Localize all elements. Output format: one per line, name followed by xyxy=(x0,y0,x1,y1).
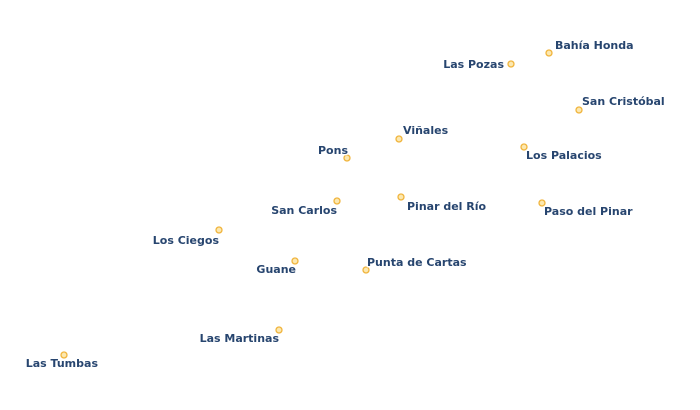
place-bahia-honda[interactable]: Bahía Honda xyxy=(545,38,635,57)
place-san-cristobal[interactable]: San Cristóbal xyxy=(575,94,666,114)
place-vinales[interactable]: Viñales xyxy=(395,123,450,143)
place-marker-icon[interactable] xyxy=(545,49,553,57)
place-label: Las Tumbas xyxy=(26,357,99,370)
place-san-carlos[interactable]: San Carlos xyxy=(270,197,341,219)
place-pons[interactable]: Pons xyxy=(317,143,351,162)
place-label: Los Ciegos xyxy=(153,234,220,247)
place-label: Viñales xyxy=(403,124,449,137)
place-marker-icon[interactable] xyxy=(60,351,68,359)
place-los-palacios[interactable]: Los Palacios xyxy=(520,143,604,164)
place-marker-icon[interactable] xyxy=(291,257,299,265)
place-marker-icon[interactable] xyxy=(275,326,283,334)
place-label: Las Pozas xyxy=(443,58,504,71)
place-pinar-del-rio[interactable]: Pinar del Río xyxy=(397,193,488,215)
place-marker-icon[interactable] xyxy=(395,135,403,143)
place-las-tumbas[interactable]: Las Tumbas xyxy=(24,351,100,372)
place-label: San Cristóbal xyxy=(582,95,665,108)
place-marker-icon[interactable] xyxy=(507,60,515,68)
place-label: Bahía Honda xyxy=(555,39,634,52)
place-las-martinas[interactable]: Las Martinas xyxy=(198,326,283,347)
place-marker-icon[interactable] xyxy=(397,193,405,201)
place-label: Las Martinas xyxy=(200,332,280,345)
place-marker-icon[interactable] xyxy=(362,266,370,274)
place-label: Guane xyxy=(256,263,296,276)
place-marker-icon[interactable] xyxy=(538,199,546,207)
place-los-ciegos[interactable]: Los Ciegos xyxy=(151,226,223,249)
place-marker-icon[interactable] xyxy=(215,226,223,234)
place-punta-de-cartas[interactable]: Punta de Cartas xyxy=(362,255,469,274)
place-label: Paso del Pinar xyxy=(544,205,633,218)
place-marker-icon[interactable] xyxy=(575,106,583,114)
place-paso-del-pinar[interactable]: Paso del Pinar xyxy=(538,199,635,220)
place-marker-icon[interactable] xyxy=(343,154,351,162)
place-marker-icon[interactable] xyxy=(520,143,528,151)
place-label: San Carlos xyxy=(271,204,337,217)
place-label: Punta de Cartas xyxy=(367,256,467,269)
place-guane[interactable]: Guane xyxy=(255,257,299,278)
place-las-pozas[interactable]: Las Pozas xyxy=(442,57,515,73)
place-marker-icon[interactable] xyxy=(333,197,341,205)
place-label: Pons xyxy=(318,144,348,157)
place-label: Los Palacios xyxy=(526,149,602,162)
place-label: Pinar del Río xyxy=(407,200,487,213)
